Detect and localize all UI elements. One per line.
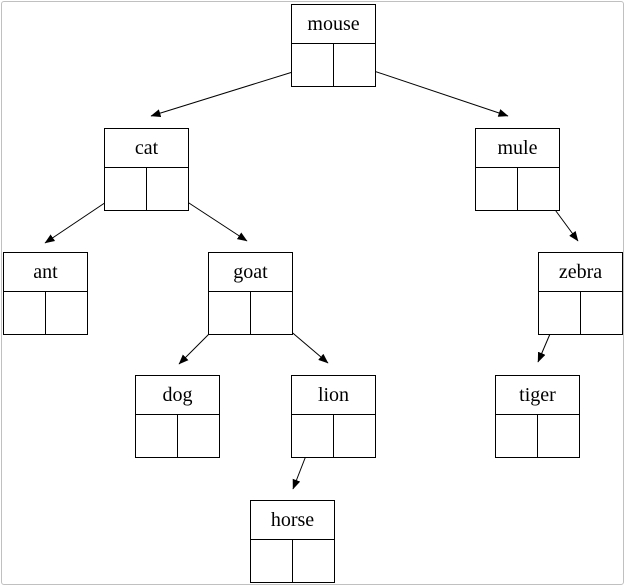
tree-node-lion: lion — [291, 375, 376, 458]
left-pointer-cell-cat — [105, 168, 147, 210]
right-pointer-cell-cat — [147, 168, 189, 210]
right-pointer-cell-ant — [46, 292, 88, 334]
right-pointer-cell-dog — [178, 415, 220, 457]
node-label-dog: dog — [136, 376, 219, 415]
left-pointer-cell-mule — [476, 168, 518, 210]
right-pointer-cell-tiger — [538, 415, 580, 457]
node-label-cat: cat — [105, 129, 188, 168]
node-label-zebra: zebra — [539, 253, 622, 292]
left-pointer-cell-horse — [251, 540, 293, 582]
node-label-lion: lion — [292, 376, 375, 415]
node-label-horse: horse — [251, 501, 334, 540]
edge-mouse-right-to-mule — [352, 63, 509, 117]
tree-node-tiger: tiger — [495, 375, 580, 458]
right-pointer-cell-lion — [334, 415, 376, 457]
tree-node-dog: dog — [135, 375, 220, 458]
left-pointer-cell-dog — [136, 415, 178, 457]
right-pointer-cell-horse — [293, 540, 335, 582]
left-pointer-cell-ant — [4, 292, 46, 334]
tree-node-mouse: mouse — [291, 4, 376, 87]
node-label-tiger: tiger — [496, 376, 579, 415]
edge-mouse-left-to-cat — [150, 65, 313, 118]
left-pointer-cell-tiger — [496, 415, 538, 457]
tree-node-zebra: zebra — [538, 252, 623, 335]
tree-node-goat: goat — [208, 252, 293, 335]
left-pointer-cell-goat — [209, 292, 251, 334]
node-label-mule: mule — [476, 129, 559, 168]
left-pointer-cell-zebra — [539, 292, 581, 334]
tree-node-mule: mule — [475, 128, 560, 211]
tree-node-horse: horse — [250, 500, 335, 583]
node-label-mouse: mouse — [292, 5, 375, 44]
left-pointer-cell-mouse — [292, 44, 334, 86]
node-label-ant: ant — [4, 253, 87, 292]
right-pointer-cell-zebra — [581, 292, 623, 334]
right-pointer-cell-mule — [518, 168, 560, 210]
right-pointer-cell-mouse — [334, 44, 376, 86]
left-pointer-cell-lion — [292, 415, 334, 457]
node-label-goat: goat — [209, 253, 292, 292]
right-pointer-cell-goat — [251, 292, 293, 334]
tree-node-cat: cat — [104, 128, 189, 211]
tree-node-ant: ant — [3, 252, 88, 335]
